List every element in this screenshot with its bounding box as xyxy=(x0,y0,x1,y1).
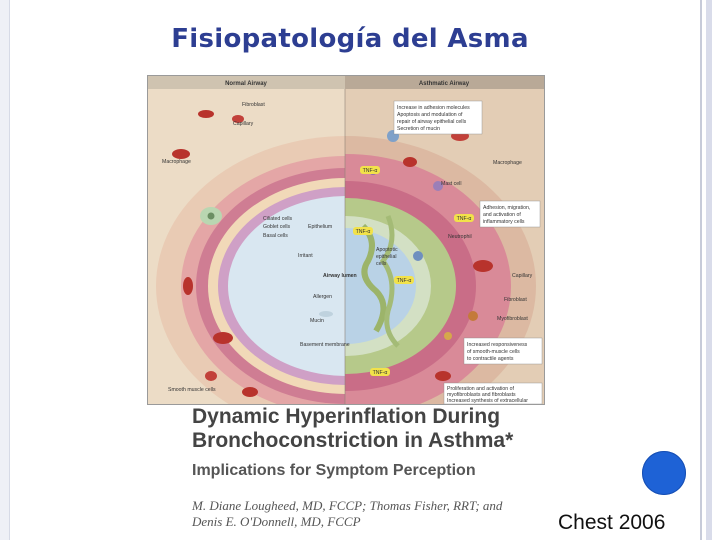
citation-text: Chest 2006 xyxy=(558,511,665,535)
label-epithelium: Epithelium xyxy=(308,224,332,230)
box1-line3: repair of airway epithelial cells xyxy=(397,119,467,125)
border-line xyxy=(700,0,702,540)
paper-title-block: Dynamic Hyperinflation During Bronchocon… xyxy=(190,403,550,533)
box3-line3: to contractile agents xyxy=(467,356,514,362)
box1-line2: Apoptosis and modulation of xyxy=(397,112,463,118)
border-band xyxy=(706,0,712,540)
tnf-label-3: TNF-α xyxy=(356,229,371,235)
label-irritant: Irritant xyxy=(298,253,313,259)
label-basal-cells: Basal cells xyxy=(263,233,288,239)
box1-line1: Increase in adhesion molecules xyxy=(397,105,470,111)
box2-line2: and activation of xyxy=(483,212,521,218)
tnf-label-2: TNF-α xyxy=(457,216,472,222)
label-goblet-cells: Goblet cells xyxy=(263,224,291,230)
slide-right-border xyxy=(694,0,720,540)
slide-title: Fisiopatología del Asma xyxy=(120,24,580,54)
decorative-blue-circle xyxy=(642,451,686,495)
label-macrophage-right: Macrophage xyxy=(493,160,522,166)
airway-diagram-svg: Normal Airway Asthmatic Airway xyxy=(148,76,544,404)
label-fibroblast: Fibroblast xyxy=(242,102,265,108)
box1-line4: Secretion of mucin xyxy=(397,126,440,132)
label-smooth-muscle: Smooth muscle cells xyxy=(168,387,216,393)
paper-authors-line2: Denis E. O'Donnell, MD, FCCP xyxy=(192,514,502,530)
paper-title-line2: Bronchoconstriction in Asthma* xyxy=(192,429,513,453)
label-neutrophil: Neutrophil xyxy=(448,234,472,240)
label-airway-lumen: Airway lumen xyxy=(323,273,357,279)
label-mucin: Mucin xyxy=(310,318,324,324)
label-myofibroblast: Myofibroblast xyxy=(497,316,528,322)
box3-line2: of smooth-muscle cells xyxy=(467,349,520,355)
label-capillary-right: Capillary xyxy=(512,273,533,279)
label-ciliated-cells: Ciliated cells xyxy=(263,216,293,222)
paper-title-line1: Dynamic Hyperinflation During xyxy=(192,405,513,429)
box2-line1: Adhesion, migration, xyxy=(483,205,530,211)
tnf-label-1: TNF-α xyxy=(363,168,378,174)
tnf-label-4: TNF-α xyxy=(397,278,412,284)
label-mast-cell: Mast cell xyxy=(441,181,461,187)
box3-line1: Increased responsiveness xyxy=(467,342,528,348)
paper-title: Dynamic Hyperinflation During Bronchocon… xyxy=(192,405,513,453)
paper-authors-line1: M. Diane Lougheed, MD, FCCP; Thomas Fish… xyxy=(192,498,502,514)
paper-authors: M. Diane Lougheed, MD, FCCP; Thomas Fish… xyxy=(192,498,502,530)
label-fibroblast-right: Fibroblast xyxy=(504,297,527,303)
label-basement-membrane: Basement membrane xyxy=(300,342,350,348)
box2-line3: inflammatory cells xyxy=(483,219,525,225)
apoptotic-line1: Apoptotic xyxy=(376,247,398,253)
label-allergen: Allergen xyxy=(313,294,332,300)
header-normal-airway: Normal Airway xyxy=(225,81,267,87)
apoptotic-line3: cells xyxy=(376,261,387,267)
header-asthmatic-airway: Asthmatic Airway xyxy=(419,81,470,87)
slide-left-border xyxy=(0,0,10,540)
label-macrophage-left: Macrophage xyxy=(162,159,191,165)
airway-illustration: Normal Airway Asthmatic Airway xyxy=(147,75,545,405)
tnf-label-5: TNF-α xyxy=(373,370,388,376)
label-capillary-left: Capillary xyxy=(233,121,254,127)
paper-subtitle: Implications for Symptom Perception xyxy=(192,462,476,480)
apoptotic-line2: epithelial xyxy=(376,254,396,260)
